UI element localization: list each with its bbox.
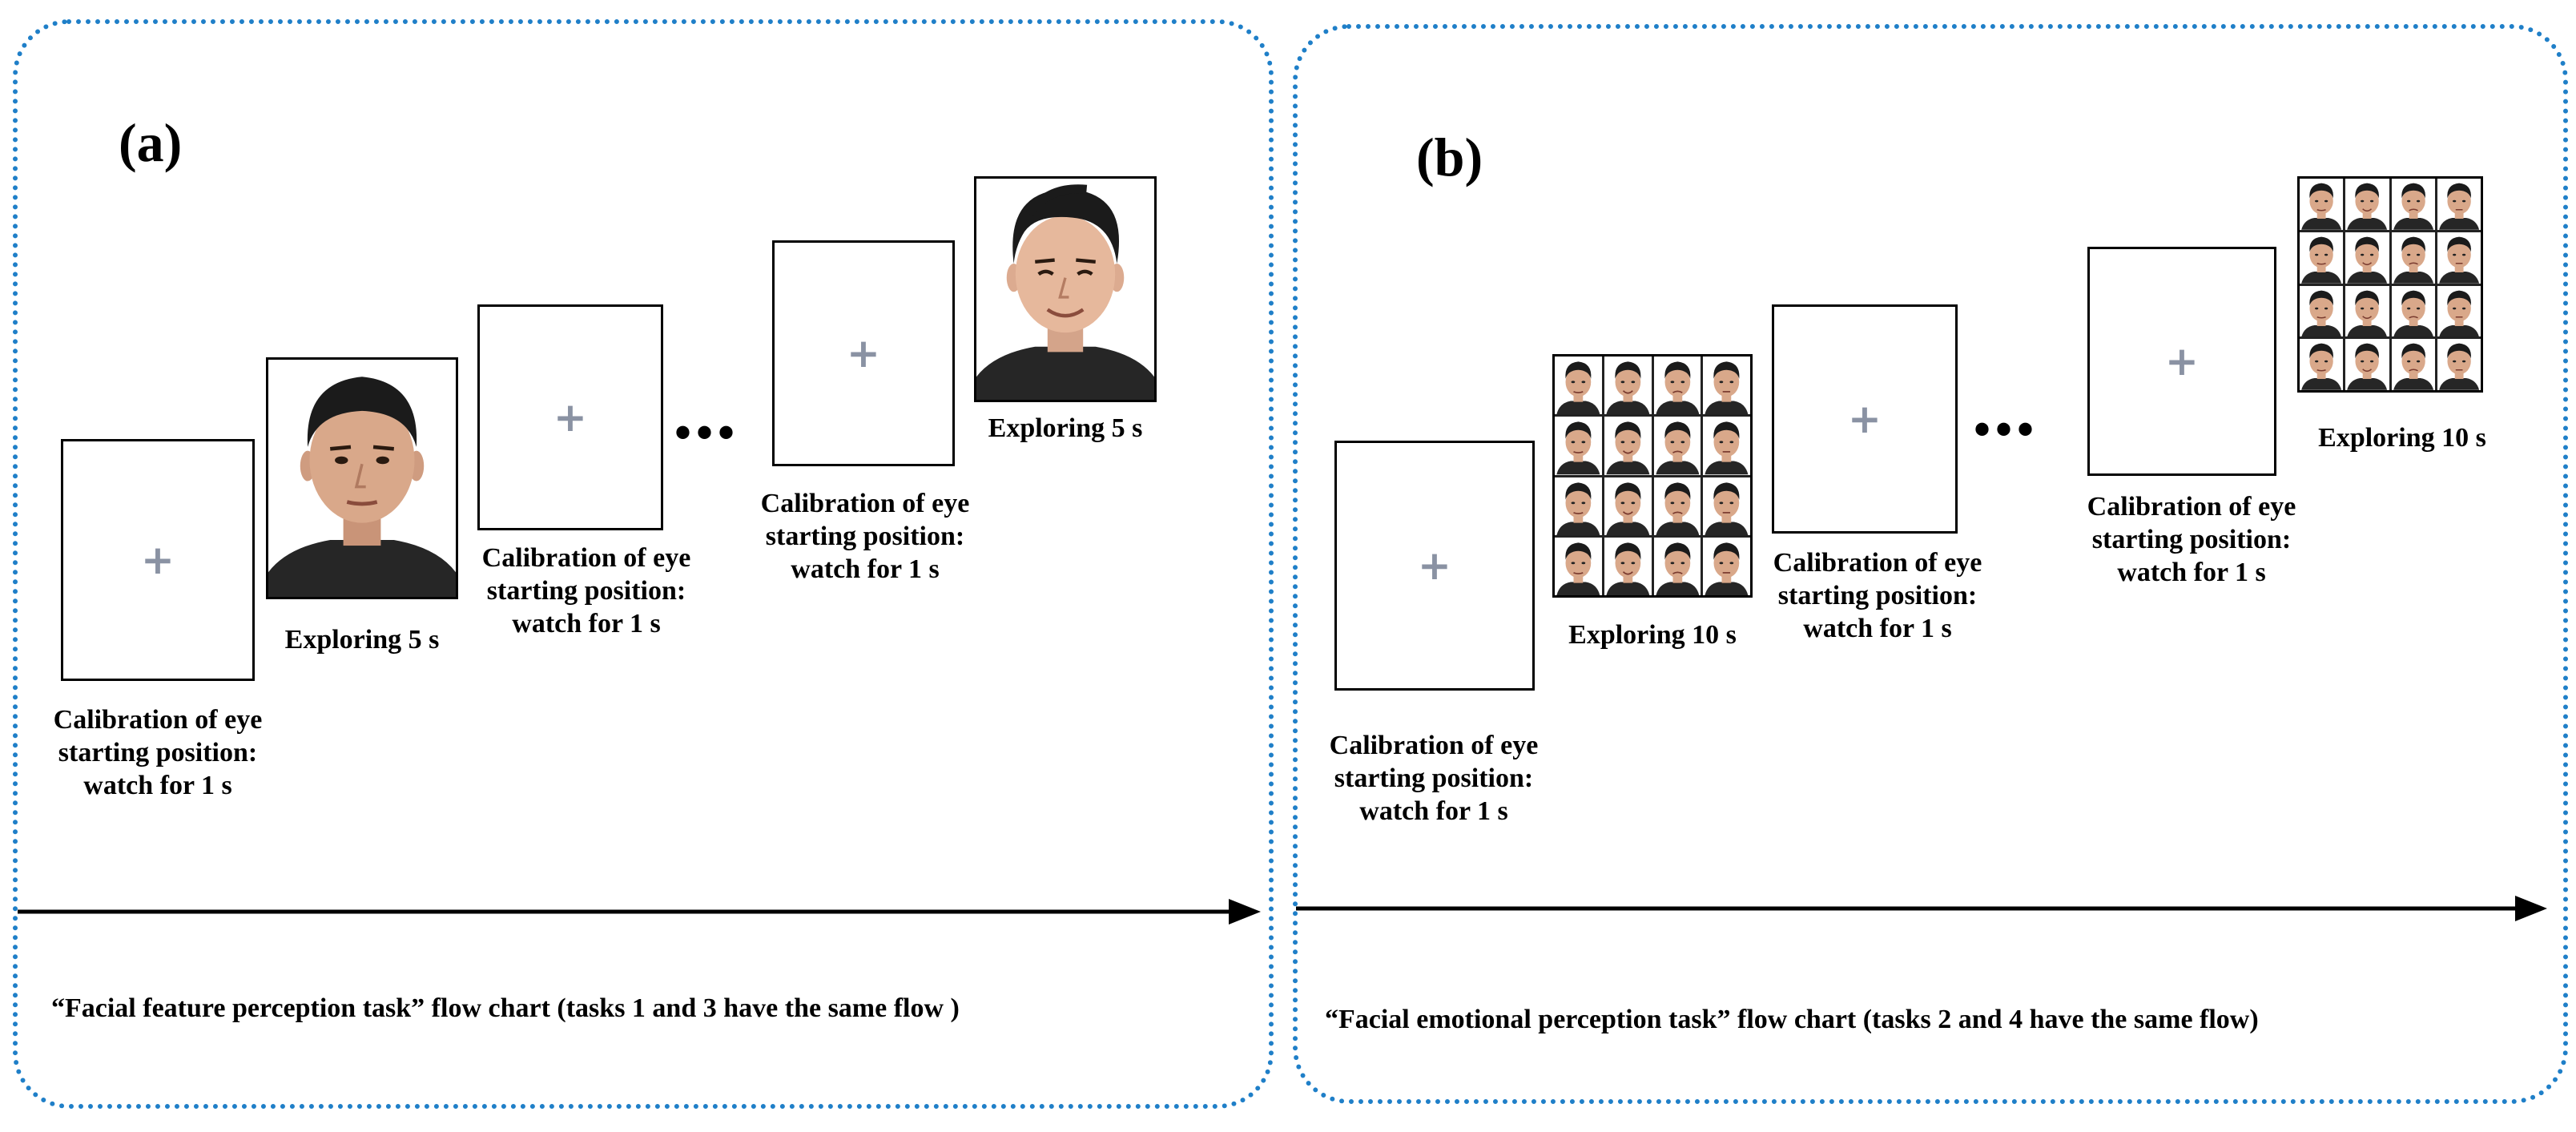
fixation-cross-icon: +: [847, 330, 880, 377]
step-caption-b5: Exploring 10 s: [2318, 423, 2486, 453]
face-thumbnail: [1555, 537, 1602, 595]
face-thumbnail: [1555, 357, 1602, 415]
fixation-cross-icon: +: [2165, 338, 2199, 385]
fixation-cross-icon: +: [553, 394, 587, 441]
face-thumbnail: [1653, 417, 1701, 475]
face-thumbnail: [1653, 357, 1701, 415]
face-thumbnail: [1604, 537, 1652, 595]
panel-b-frame: [1293, 24, 2568, 1104]
panel-a-frame: [13, 19, 1274, 1109]
ellipsis-dots-a: •••: [674, 406, 740, 459]
face-thumbnail: [2300, 339, 2344, 390]
step-caption-a3: Calibration of eye starting position: wa…: [481, 543, 691, 639]
timeline-arrow-b: [1296, 896, 2547, 921]
face-grid-b1: [1552, 354, 1753, 598]
face-thumbnail: [2391, 339, 2435, 390]
fixation-screen-a3: +: [772, 240, 955, 466]
face-thumbnail: [2391, 179, 2435, 230]
fixation-screen-b2: +: [1772, 304, 1958, 534]
face-thumbnail: [1604, 417, 1652, 475]
face-thumbnail: [1555, 417, 1602, 475]
face-thumbnail: [1653, 537, 1701, 595]
step-caption-a5: Exploring 5 s: [988, 413, 1143, 443]
fixation-screen-a1: +: [61, 439, 255, 681]
face-portrait-icon: [976, 179, 1154, 400]
step-caption-b2: Exploring 10 s: [1568, 620, 1737, 650]
ellipsis-dots-b: •••: [1974, 403, 2039, 456]
fixation-cross-icon: +: [1848, 396, 1882, 442]
fixation-cross-icon: +: [1418, 542, 1451, 589]
face-thumbnail: [1555, 477, 1602, 535]
fixation-cross-icon: +: [141, 537, 175, 583]
face-photo-a2: [974, 176, 1157, 402]
flow-caption-b: “Facial emotional perception task” flow …: [1325, 1005, 2259, 1034]
face-thumbnail: [1703, 357, 1750, 415]
step-caption-b4: Calibration of eye starting position: wa…: [2087, 492, 2296, 587]
panel-a-label: (a): [119, 112, 183, 173]
fixation-screen-b1: +: [1334, 441, 1535, 691]
face-thumbnail: [1703, 537, 1750, 595]
face-thumbnail: [2437, 232, 2481, 284]
face-grid-b2: [2297, 176, 2483, 393]
face-thumbnail: [1653, 477, 1701, 535]
face-thumbnail: [2391, 285, 2435, 337]
step-caption-b3: Calibration of eye starting position: wa…: [1773, 548, 1982, 643]
face-thumbnail: [1703, 477, 1750, 535]
face-thumbnail: [2437, 285, 2481, 337]
face-thumbnail: [2300, 179, 2344, 230]
fixation-screen-b3: +: [2087, 247, 2276, 476]
face-thumbnail: [2345, 179, 2389, 230]
face-thumbnail: [2345, 232, 2389, 284]
face-thumbnail: [2300, 232, 2344, 284]
face-thumbnail: [2300, 285, 2344, 337]
timeline-arrow-a: [18, 899, 1261, 925]
step-caption-a4: Calibration of eye starting position: wa…: [760, 489, 970, 584]
flow-caption-a: “Facial feature perception task” flow ch…: [51, 993, 960, 1023]
face-thumbnail: [2345, 339, 2389, 390]
face-thumbnail: [2391, 232, 2435, 284]
face-thumbnail: [1604, 477, 1652, 535]
face-thumbnail: [2437, 339, 2481, 390]
step-caption-b1: Calibration of eye starting position: wa…: [1329, 731, 1539, 826]
face-thumbnail: [2345, 285, 2389, 337]
fixation-screen-a2: +: [477, 304, 663, 530]
face-thumbnail: [2437, 179, 2481, 230]
face-portrait-icon: [268, 360, 456, 597]
face-thumbnail: [1703, 417, 1750, 475]
step-caption-a2: Exploring 5 s: [284, 625, 440, 655]
step-caption-a1: Calibration of eye starting position: wa…: [53, 705, 263, 800]
face-thumbnail: [1604, 357, 1652, 415]
face-photo-a1: [266, 357, 458, 599]
panel-b-label: (b): [1416, 127, 1483, 187]
